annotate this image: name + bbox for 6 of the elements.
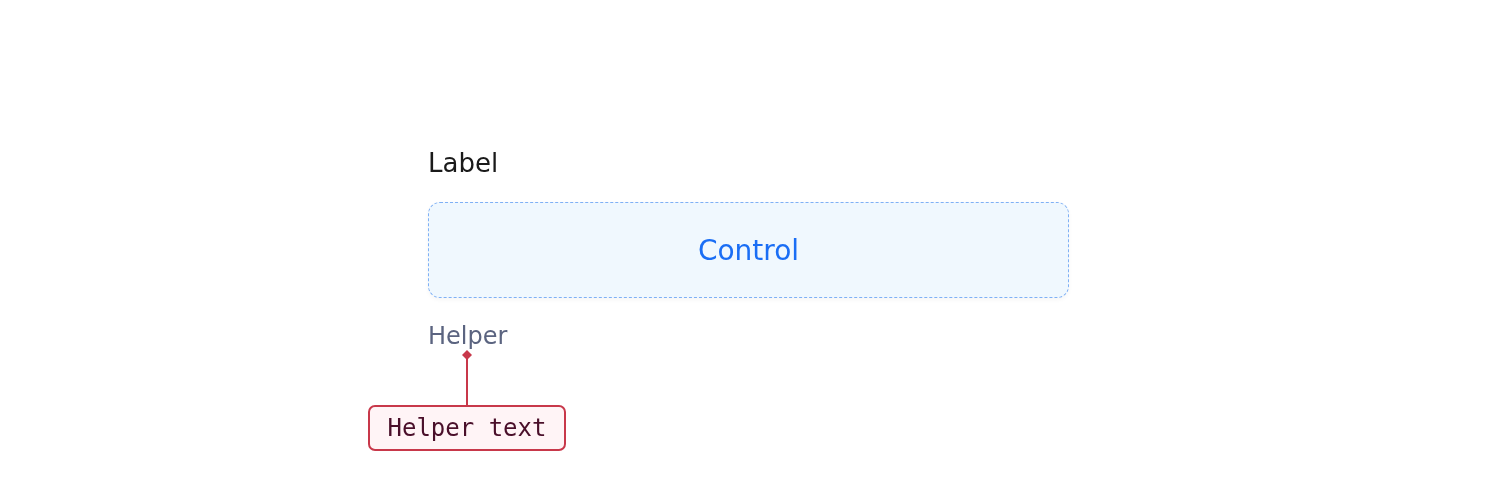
callout-label: Helper text — [368, 405, 566, 451]
control-text: Control — [697, 233, 800, 267]
field-label: Label — [428, 147, 499, 180]
helper-text: Helper — [428, 320, 508, 352]
leader-line — [462, 350, 472, 406]
control-box — [428, 202, 1069, 298]
